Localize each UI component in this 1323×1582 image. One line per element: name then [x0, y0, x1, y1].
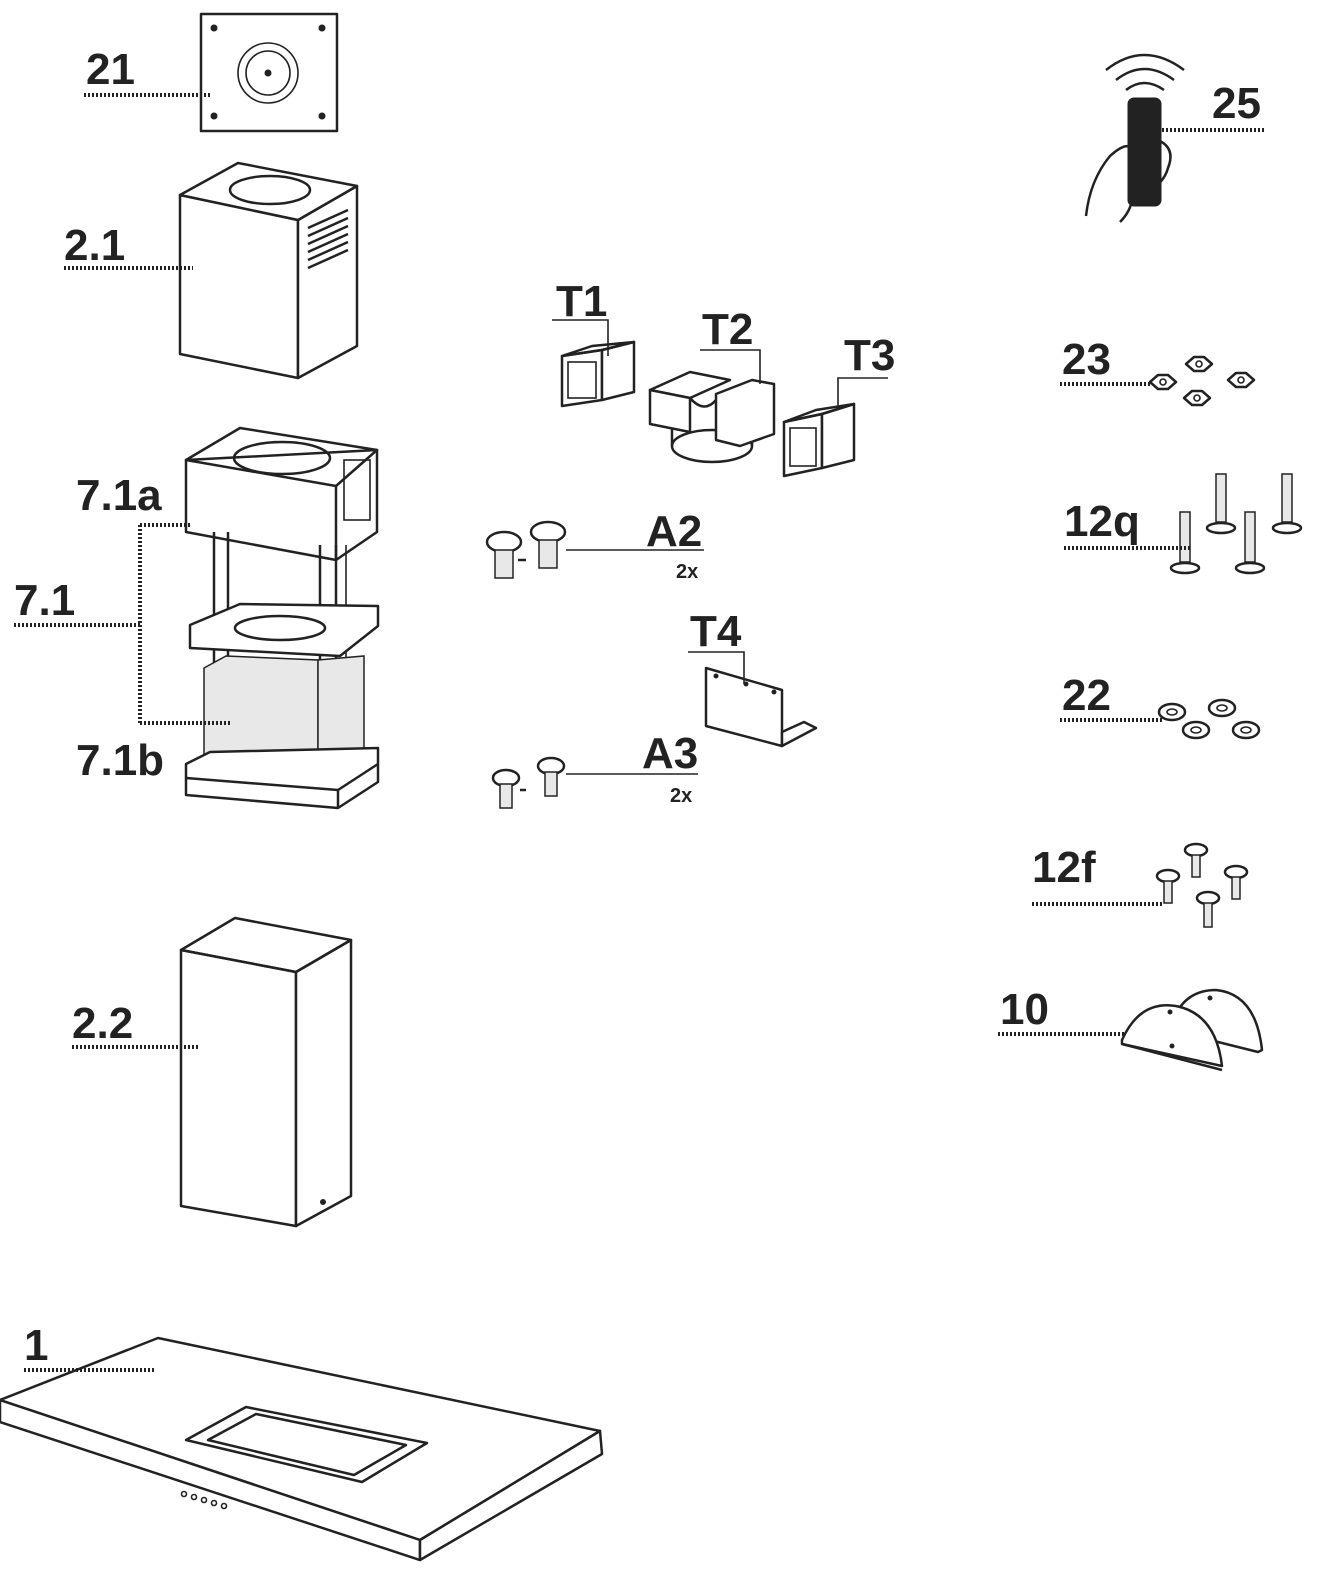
- label-12f: 12f: [1032, 843, 1096, 892]
- part-12q-long-screws: [1169, 473, 1303, 575]
- label-t3: T3: [844, 331, 895, 380]
- part-2-1-upper-chimney: [178, 161, 359, 380]
- part-t4-bracket: [704, 666, 818, 748]
- leader-t2: [700, 349, 761, 384]
- label-21: 21: [86, 45, 135, 94]
- part-12f-short-screws: [1155, 842, 1249, 928]
- label-a3: A3: [642, 729, 698, 778]
- part-2-2-lower-chimney: [179, 916, 353, 1228]
- label-2-1: 2.1: [64, 221, 125, 270]
- label-1: 1: [24, 1321, 48, 1370]
- label-10: 10: [1000, 985, 1049, 1034]
- label-t4: T4: [690, 607, 742, 656]
- label-7-1b: 7.1b: [76, 736, 164, 785]
- label-25: 25: [1212, 79, 1261, 128]
- leader-t3: [837, 377, 888, 406]
- part-1-hood-body: [0, 1336, 604, 1562]
- part-t2-adapter: [648, 370, 776, 464]
- vent-slots: [307, 208, 349, 270]
- part-21-mounting-plate: [199, 12, 339, 133]
- leader-t4: [688, 651, 745, 684]
- leader-t1: [552, 319, 609, 356]
- part-22-washers: [1157, 698, 1261, 740]
- part-a3-screws: [491, 756, 566, 809]
- label-2-2: 2.2: [72, 999, 133, 1048]
- part-10-plates: [1120, 988, 1264, 1072]
- label-7-1a: 7.1a: [76, 471, 162, 520]
- label-7-1: 7.1: [14, 576, 75, 625]
- quantity-a2: 2x: [676, 561, 698, 583]
- label-22: 22: [1062, 671, 1111, 720]
- label-t2: T2: [702, 305, 753, 354]
- part-t1-adapter: [560, 340, 636, 408]
- part-a2-screws: [485, 520, 567, 579]
- part-23-nuts: [1148, 355, 1256, 407]
- label-t1: T1: [556, 277, 607, 326]
- part-7-1-motor-frame: [184, 426, 380, 810]
- quantity-a3: 2x: [670, 785, 692, 807]
- control-buttons: [180, 1490, 228, 1510]
- part-25-remote-control: [1084, 53, 1185, 223]
- label-23: 23: [1062, 335, 1111, 384]
- leader-7-1-bracket: [14, 523, 230, 725]
- label-12q: 12q: [1064, 497, 1140, 546]
- part-t3-adapter: [782, 402, 856, 478]
- label-a2: A2: [646, 507, 702, 556]
